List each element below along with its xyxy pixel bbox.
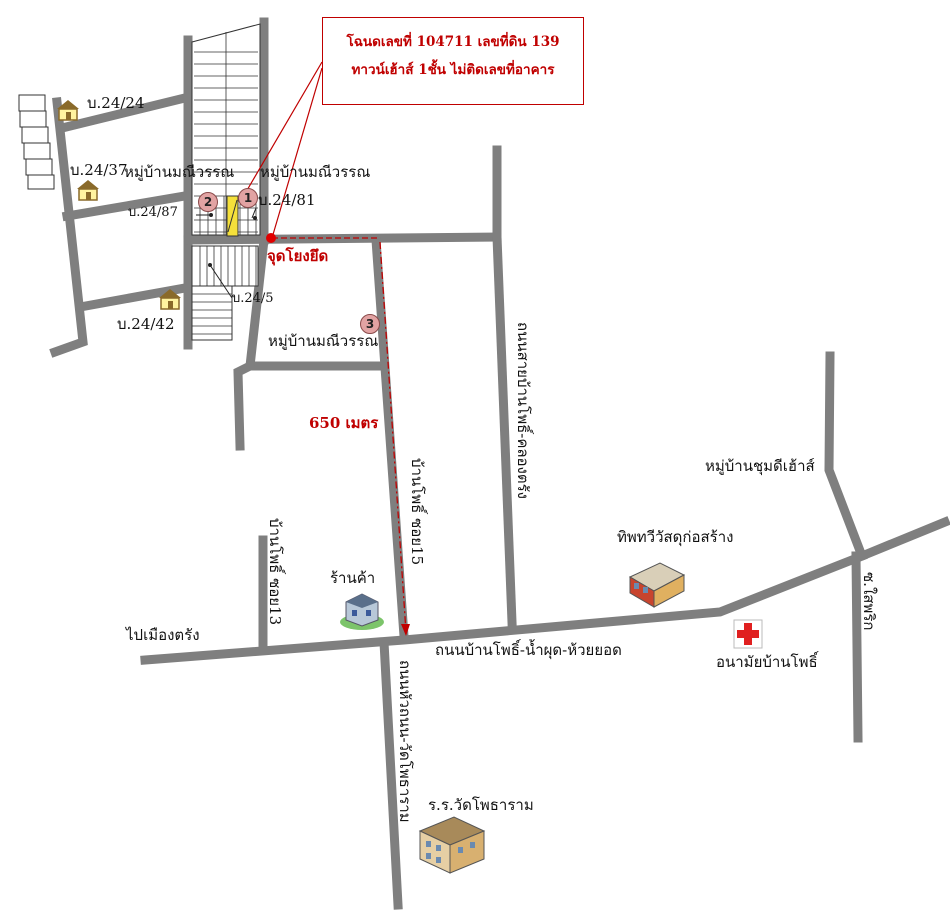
callout-leader <box>245 61 323 193</box>
left-plots <box>18 94 55 190</box>
label-school: ร.ร.วัดโพธาราม <box>428 796 534 814</box>
road-khlong-trang <box>492 232 517 627</box>
road-chumdee <box>824 351 868 562</box>
house-icon <box>57 100 79 121</box>
road-east <box>183 232 502 245</box>
road-left-spine <box>49 97 88 358</box>
road-24-37 <box>61 190 191 222</box>
marker-3: 3 <box>360 314 380 334</box>
label-to-trang: ไปเมืองตรัง <box>126 626 200 644</box>
label-house-24-81: บ.24/81 <box>258 191 316 209</box>
label-hardware: ทิพทวีวัสดุก่อสร้าง <box>617 528 734 546</box>
house-icon <box>77 180 99 201</box>
callout-line-1: โฉนดเลขที่ 104711 เลขที่ดิน 139 <box>346 34 560 50</box>
road-soi15 <box>371 235 409 641</box>
dot-24-5 <box>208 263 212 267</box>
label-distance: 650 เมตร <box>309 414 379 432</box>
label-house-24-37: บ.24/37 <box>70 161 128 179</box>
label-house-24-87: บ.24/87 <box>128 205 178 220</box>
label-village-1: หมู่บ้านมณีวรรณ <box>124 163 235 181</box>
distance-line <box>379 241 407 633</box>
road-24-24 <box>56 92 191 134</box>
label-tie-point: จุดโยงยึด <box>267 247 329 265</box>
health-cross-icon <box>733 619 763 649</box>
label-road-soi13: บ้านโพธิ์ ซอย13 <box>266 518 284 626</box>
townhouse-grid-bottom <box>192 246 257 335</box>
callout-leader-2 <box>271 67 323 239</box>
label-house-24-42: บ.24/42 <box>117 315 175 333</box>
label-road-khlong-trang: ถนนสายบ้านโพธิ์-คลองตรัง <box>514 322 532 500</box>
road-main <box>140 516 950 665</box>
label-village-chumdee: หมู่บ้านชุมดีเฮ้าส์ <box>705 457 815 475</box>
dot-24-87 <box>209 213 213 217</box>
shop-building-icon <box>340 593 384 630</box>
road-village-stub <box>233 359 257 451</box>
label-road-main: ถนนบ้านโพธิ์-น้ำผุด-ห้วยยอด <box>435 641 622 659</box>
label-house-24-24: บ.24/24 <box>87 94 145 112</box>
road-chaiphrik <box>851 551 863 743</box>
marker-1: 1 <box>238 188 258 208</box>
road-wat <box>379 637 403 910</box>
label-road-wat: ถนนหัวถนน-วัดโพธาราม <box>396 660 414 823</box>
callout-line-2: ทาวน์เฮ้าส์ 1ชั้น ไม่ติดเลขที่อาคาร <box>351 61 555 78</box>
label-village-2: หมู่บ้านมณีวรรณ <box>260 163 371 181</box>
marker-2: 2 <box>198 192 218 212</box>
label-shop: ร้านค้า <box>330 569 376 587</box>
label-village-3: หมู่บ้านมณีวรรณ <box>268 332 379 350</box>
tie-point <box>266 233 276 243</box>
deed-callout: โฉนดเลขที่ 104711 เลขที่ดิน 139 ทาวน์เฮ้… <box>322 17 584 105</box>
label-house-24-5: บ.24/5 <box>232 291 274 306</box>
leader-24-81 <box>251 207 257 219</box>
dot-24-81 <box>253 216 257 220</box>
label-road-soi15: บ้านโพธิ์ ซอย15 <box>408 458 426 566</box>
hardware-store-icon <box>628 562 686 608</box>
label-health-center: อนามัยบ้านโพธิ์ <box>716 653 818 671</box>
subject-plot-hatch <box>227 199 238 233</box>
townhouse-block-bottom <box>191 245 259 341</box>
house-icon <box>159 289 181 310</box>
leader-24-5 <box>209 264 233 299</box>
distance-arrow-head <box>401 624 410 636</box>
roads <box>49 17 950 910</box>
label-road-chaiphrik: ซ.ใสพริก <box>860 572 878 631</box>
school-building-icon <box>418 816 486 874</box>
